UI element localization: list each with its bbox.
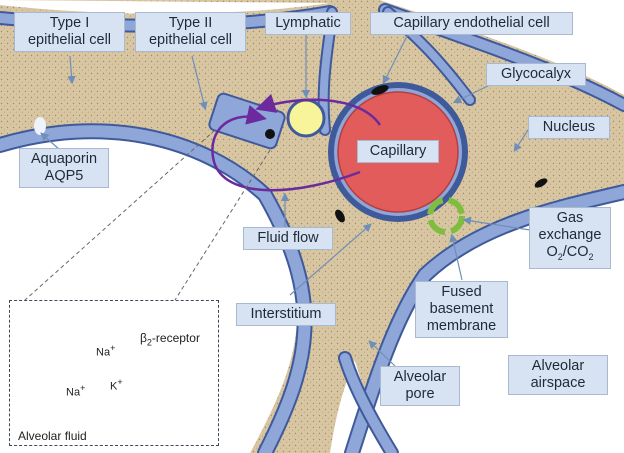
capillary-endothelial-label: Capillary endothelial cell (370, 12, 573, 35)
capillary-label: Capillary (357, 140, 439, 163)
aquaporin-marker (34, 117, 46, 135)
interstitium-label: Interstitium (236, 303, 336, 326)
fluid-flow-label: Fluid flow (243, 227, 333, 250)
type2-cell-inset: Na+ K+ β2-receptor Na+ Alveolar fluid (9, 300, 219, 446)
inset-k-label: K+ (110, 377, 123, 393)
lymphatic-label: Lymphatic (265, 12, 351, 35)
lymphatic-vessel (288, 100, 324, 136)
inset-na-bottom-label: Na+ (66, 383, 85, 399)
inset-alveolar-fluid-label: Alveolar fluid (18, 429, 87, 443)
inset-na-top-label: Na+ (96, 343, 115, 359)
inset-beta-receptor-label: β2-receptor (140, 331, 200, 347)
nucleus-label: Nucleus (528, 116, 610, 139)
glycocalyx-label: Glycocalyx (486, 63, 586, 86)
